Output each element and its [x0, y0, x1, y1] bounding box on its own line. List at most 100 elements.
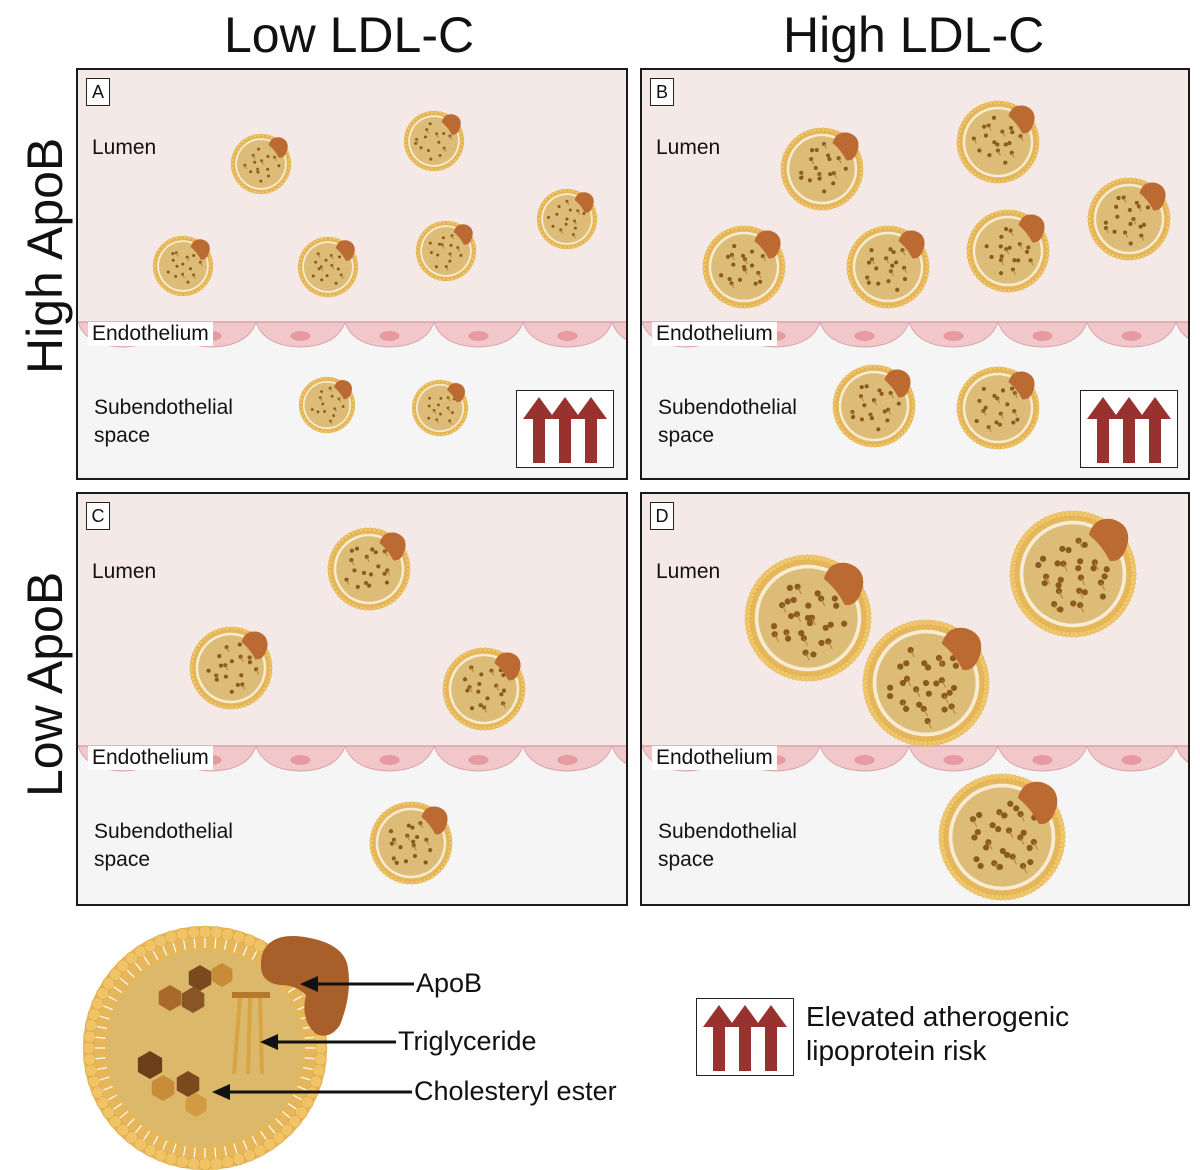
lipoprotein-particle-icon	[297, 236, 359, 298]
subendothelial-label-line1: Subendothelial	[658, 820, 797, 843]
endothelium-label: Endothelium	[88, 322, 213, 346]
cholesteryl-ester-icon	[137, 1051, 163, 1079]
apob-icon	[190, 239, 210, 260]
endothelial-cell	[908, 745, 999, 772]
endothelial-cell	[522, 321, 613, 348]
apob-icon	[379, 532, 406, 561]
up-arrow-icon	[703, 1005, 735, 1071]
lipoprotein-particle-icon	[862, 619, 990, 747]
apob-icon	[898, 230, 925, 259]
lipoprotein-particle-icon	[702, 225, 786, 309]
endothelium-label: Endothelium	[652, 322, 777, 346]
column-header-high-ldl-c: High LDL-C	[783, 7, 1045, 63]
lipoprotein-particle-icon	[536, 188, 598, 250]
apob-icon	[453, 224, 473, 245]
apob-icon	[1017, 781, 1058, 825]
cholesteryl-ester-icon	[151, 1075, 175, 1101]
apob-icon	[421, 806, 448, 835]
panel-d: D Lumen Endothelium Subendothelial space	[640, 492, 1190, 906]
endothelium-label: Endothelium	[652, 746, 777, 770]
lipoprotein-particle-icon	[938, 773, 1066, 901]
apob-icon	[1018, 214, 1045, 243]
triglyceride-icon	[232, 992, 270, 998]
endothelial-cell	[344, 745, 435, 772]
panel-letter: A	[86, 78, 110, 106]
lumen-label: Lumen	[92, 560, 157, 583]
endothelial-cell	[997, 321, 1088, 348]
subendothelial-region	[642, 746, 1188, 904]
lipoprotein-particle-icon	[1009, 510, 1137, 638]
apob-icon	[884, 369, 911, 398]
lipoprotein-particle-icon	[744, 554, 872, 682]
apob-icon	[1088, 518, 1129, 562]
elevated-risk-indicator	[516, 390, 614, 468]
apob-icon	[1008, 105, 1035, 134]
cholesteryl-ester-icon	[185, 1093, 207, 1117]
endothelial-cell	[433, 745, 524, 772]
panel-letter: B	[650, 78, 674, 106]
apob-icon	[268, 137, 288, 158]
lipoprotein-particle-icon	[152, 235, 214, 297]
lipoprotein-particle-icon	[956, 366, 1040, 450]
lipoprotein-particle-icon	[369, 801, 453, 885]
up-arrow-icon	[729, 1005, 761, 1071]
apob-icon	[241, 631, 268, 660]
panel-c: C Lumen Endothelium Subendothelial space	[76, 492, 628, 906]
endothelium-label: Endothelium	[88, 746, 213, 770]
legend-risk-line1: Elevated atherogenic	[806, 1001, 1070, 1032]
lumen-label: Lumen	[656, 560, 721, 583]
subendothelial-region	[78, 746, 626, 904]
up-arrow-icon	[1139, 397, 1171, 463]
up-arrow-icon	[523, 397, 555, 463]
endothelial-cell	[433, 321, 524, 348]
subendothelial-label-line1: Subendothelial	[658, 396, 797, 419]
up-arrow-icon	[1087, 397, 1119, 463]
legend-label-apob: ApoB	[416, 968, 483, 998]
lipoprotein-particle-icon	[327, 527, 411, 611]
endothelial-cell	[1175, 745, 1188, 763]
panel-a: A Lumen Endothelium Subendothelial space	[76, 68, 628, 480]
endothelial-cell	[908, 321, 999, 348]
endothelial-cell	[1086, 321, 1177, 348]
lipoprotein-particle-icon	[442, 647, 526, 731]
legend-risk-indicator	[696, 998, 794, 1076]
apob-icon	[334, 380, 352, 400]
apob-icon	[441, 114, 461, 135]
elevated-risk-indicator	[1080, 390, 1178, 468]
panel-scene	[642, 494, 1188, 904]
lipoprotein-particle-icon	[846, 225, 930, 309]
panel-letter: D	[650, 502, 674, 530]
apob-icon	[832, 132, 859, 161]
triple-up-arrow-icon	[523, 397, 607, 463]
apob-icon	[754, 230, 781, 259]
panel-b: B Lumen Endothelium Subendothelial space	[640, 68, 1190, 480]
subendothelial-label-line2: space	[658, 424, 715, 447]
legend-risk-text: Elevated atherogenic lipoprotein risk	[806, 1000, 1069, 1068]
endothelial-cell	[255, 745, 346, 772]
triple-up-arrow-icon	[1087, 397, 1171, 463]
lipoprotein-particle-icon	[415, 220, 477, 282]
legend-risk-line2: lipoprotein risk	[806, 1035, 987, 1066]
cholesteryl-ester-icon	[188, 965, 212, 991]
cholesteryl-ester-icon	[176, 1071, 200, 1097]
cholesteryl-ester-icon	[211, 963, 233, 987]
endothelial-cell	[255, 321, 346, 348]
apob-icon	[941, 627, 982, 671]
up-arrow-icon	[575, 397, 607, 463]
subendothelial-label-line2: space	[658, 848, 715, 871]
subendothelial-label-line2: space	[94, 848, 151, 871]
lipoprotein-particle-icon	[966, 209, 1050, 293]
panel-scene	[78, 494, 626, 904]
triple-up-arrow-icon	[703, 1005, 787, 1071]
apob-icon	[823, 562, 864, 606]
endothelial-cell	[819, 745, 910, 772]
lipoprotein-particle-icon	[411, 379, 469, 437]
apob-icon	[494, 652, 521, 681]
cholesteryl-ester-icon	[158, 985, 182, 1011]
subendothelial-label-line1: Subendothelial	[94, 396, 233, 419]
endothelial-cell	[611, 321, 626, 341]
lumen-label: Lumen	[656, 136, 721, 159]
lipoprotein-particle-icon	[956, 100, 1040, 184]
apob-icon	[335, 240, 355, 261]
